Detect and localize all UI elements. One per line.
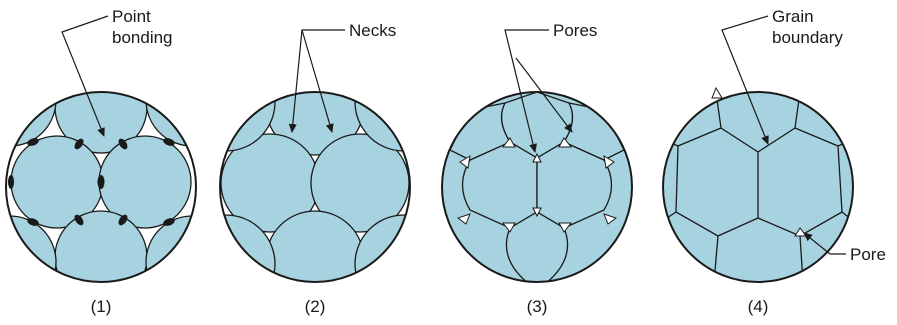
grain — [146, 54, 238, 146]
bond-point — [98, 175, 105, 189]
panel-1-caption: (1) — [91, 297, 112, 316]
panel-1-label-line-2: bonding — [112, 28, 173, 47]
bond-point — [8, 175, 14, 189]
panel-1: Point bonding (1) — [0, 7, 238, 316]
panel-4: Grain boundary Pore (4) — [663, 7, 886, 316]
grain — [177, 53, 275, 151]
panel-4-label-line-2: boundary — [772, 28, 843, 47]
panel-4-label-line-1: Grain — [772, 7, 814, 26]
panel-1-grains — [0, 54, 238, 308]
panel-3: Pores (3) — [442, 21, 632, 316]
panel-2-label: Necks — [349, 21, 396, 40]
panel-1-label-line-1: Point — [112, 7, 151, 26]
panel-4-pore-label: Pore — [850, 245, 886, 264]
panel-2: Necks (2) — [177, 21, 453, 316]
grain — [355, 53, 453, 151]
panel-2-caption: (2) — [305, 297, 326, 316]
grain — [266, 211, 364, 309]
panel-3-label: Pores — [553, 21, 597, 40]
panel-4-caption: (4) — [748, 297, 769, 316]
pore — [712, 88, 722, 98]
grain — [55, 211, 147, 303]
panel-3-caption: (3) — [527, 297, 548, 316]
